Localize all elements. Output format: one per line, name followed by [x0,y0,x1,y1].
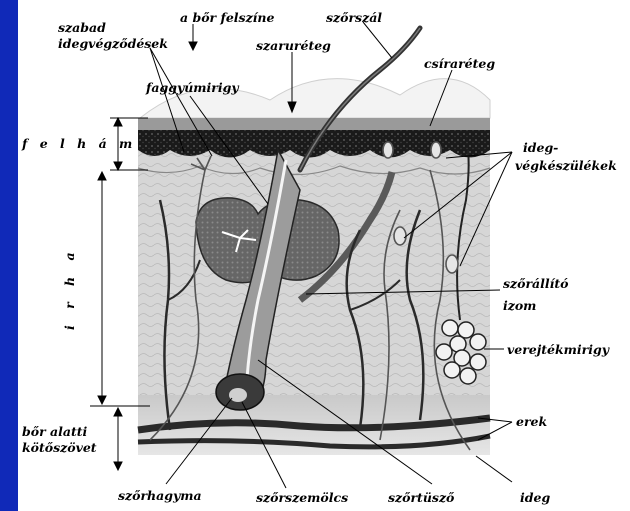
label-csiraretek: csíraréteg [424,56,495,71]
label-izom: izom [503,298,536,313]
label-szabad: szabad [58,20,106,35]
label-verejtekmirigy: verejtékmirigy [507,342,609,357]
label-szorszal: szőrszál [326,10,382,25]
label-vegkeszulekek: végkészülékek [515,158,617,173]
label-erek: erek [516,414,547,429]
label-idegvegzodesek: idegvégződések [58,36,168,51]
label-szorallito: szőrállító [503,276,569,291]
label-kotoszovet: kötőszövet [22,440,97,455]
label-bor-alatti: bőr alatti [22,424,87,439]
label-ideg-dash: ideg- [523,140,558,155]
label-szortuszo: szőrtüsző [388,490,454,505]
label-faggyumirigy: faggyúmirigy [146,80,239,95]
label-szorszemolcs: szőrszemölcs [256,490,348,505]
label-felham: f e l h á m [22,136,136,151]
label-szaruretek: szaruréteg [256,38,331,53]
label-a-bor-felszine: a bőr felszíne [180,10,274,25]
label-szorhagyma: szőrhagyma [118,488,202,503]
label-ideg: ideg [520,490,550,505]
label-irha: i r h a [62,246,77,330]
